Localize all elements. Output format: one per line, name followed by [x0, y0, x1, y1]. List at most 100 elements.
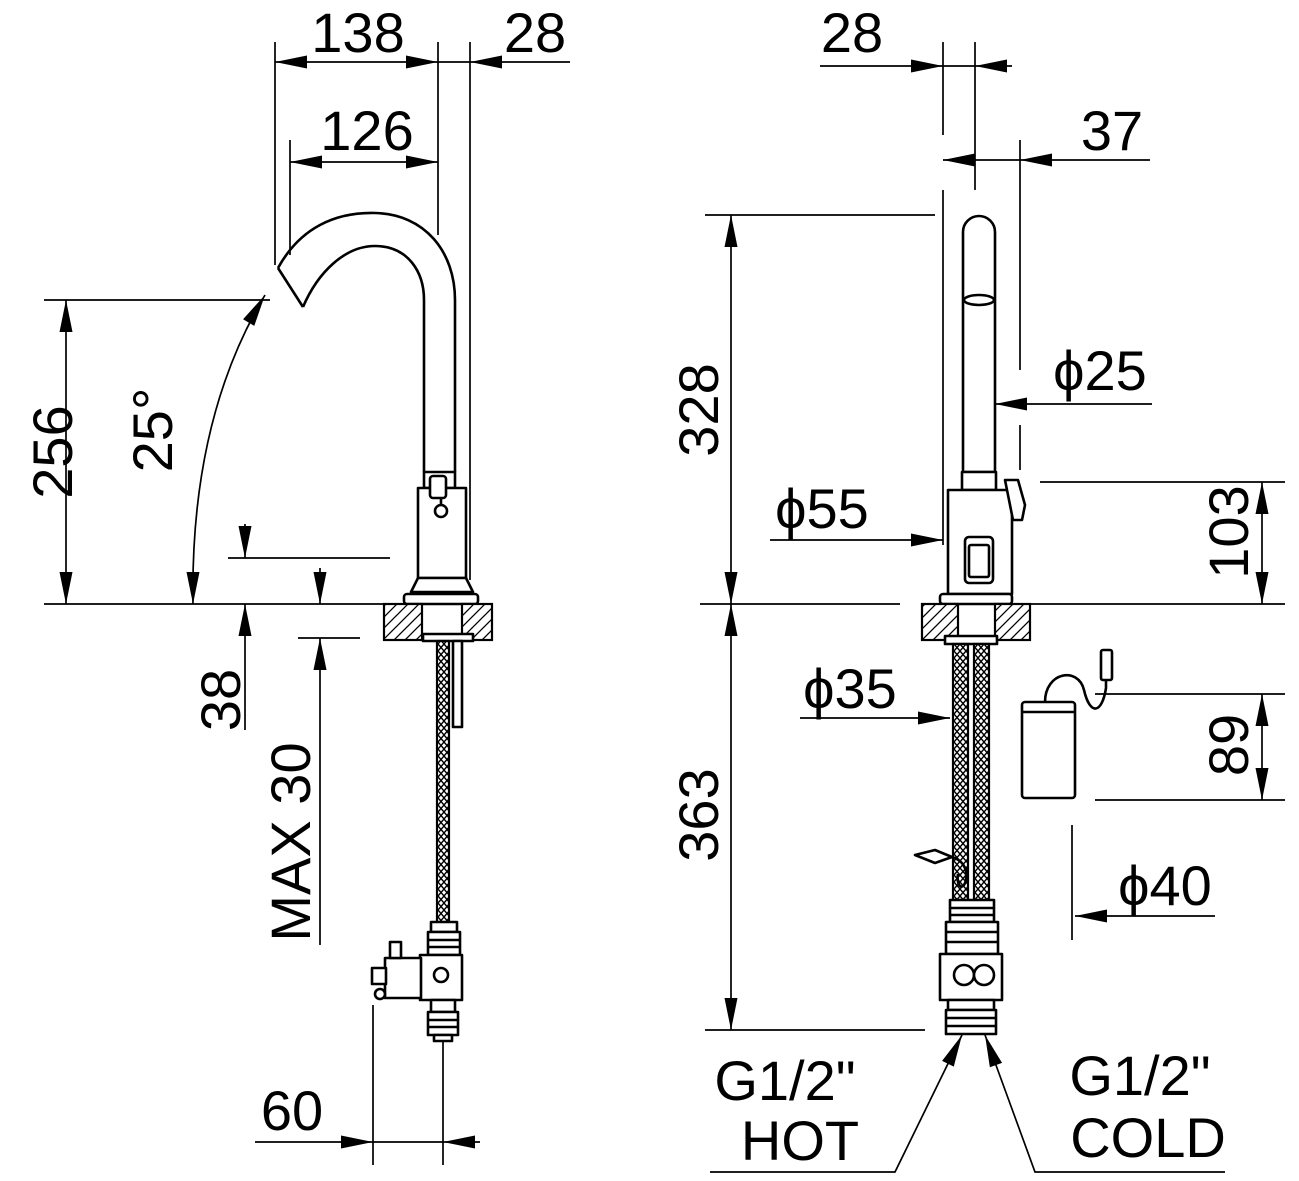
spout-outlet — [962, 293, 996, 307]
arrowhead — [406, 155, 438, 169]
arrowhead — [443, 1135, 475, 1149]
valve-bottom-neck — [946, 998, 996, 1012]
label-28-left: 28 — [504, 1, 566, 64]
arrowhead — [985, 1035, 1003, 1068]
arrowhead — [995, 397, 1027, 411]
spout-tube — [961, 214, 997, 474]
label-cold-thread: G1/2" — [1069, 1044, 1210, 1107]
sensor-cable-loop — [951, 855, 968, 888]
countertop-section-left — [920, 602, 960, 642]
base-plate — [402, 592, 480, 606]
leader-line-hot — [710, 1034, 963, 1173]
sensor-lens — [967, 543, 991, 579]
angle-arc-25 — [192, 294, 266, 605]
arrowhead — [275, 55, 307, 69]
label-89: 89 — [1197, 714, 1260, 776]
valve-port-cold — [972, 963, 996, 987]
label-hot-thread: G1/2" — [714, 1049, 855, 1112]
valve-port-hot — [952, 963, 976, 987]
left-view: 138 28 126 256 25° 38 MAX 30 60 — [21, 1, 570, 1165]
arrowhead — [238, 526, 252, 558]
battery-box — [1020, 700, 1077, 800]
arrowhead — [724, 215, 738, 247]
arrowhead — [243, 295, 265, 326]
arrowhead — [942, 1035, 962, 1067]
right-view: 28 37 328 ϕ25 ϕ55 103 363 ϕ35 89 ϕ40 G1/… — [667, 1, 1285, 1173]
sensor-cable-tag — [913, 848, 954, 865]
arrowhead — [911, 533, 943, 547]
sensor-rod — [451, 639, 464, 729]
arrowhead — [724, 998, 738, 1030]
lever — [428, 474, 448, 500]
label-138: 138 — [311, 1, 404, 64]
left-dimension-labels: 138 28 126 256 25° 38 MAX 30 60 — [21, 1, 566, 1142]
arrowhead — [911, 59, 943, 73]
valve-top-nut — [948, 898, 996, 924]
arrowhead — [1255, 694, 1269, 726]
label-363: 363 — [667, 768, 730, 861]
leader-line-cold — [984, 1034, 1225, 1173]
valve-bottom-thread — [432, 1033, 454, 1043]
arrowhead — [1255, 572, 1269, 604]
valve-plug — [432, 966, 450, 984]
arrowhead — [313, 572, 327, 604]
battery-plug — [1099, 648, 1114, 682]
arrowhead — [186, 572, 200, 604]
label-hot: HOT — [741, 1109, 859, 1172]
faucet-front — [913, 214, 1114, 1036]
label-dia-55: ϕ55 — [775, 477, 869, 540]
right-dimension-labels: 28 37 328 ϕ25 ϕ55 103 363 ϕ35 89 ϕ40 G1/… — [667, 1, 1260, 1172]
label-28-right: 28 — [821, 1, 883, 64]
arrowheads — [59, 55, 1269, 1149]
valve-top-fitting — [426, 930, 462, 957]
arrowhead — [1075, 909, 1107, 923]
arrowhead — [918, 711, 950, 725]
label-103: 103 — [1197, 485, 1260, 578]
arrowhead — [341, 1135, 373, 1149]
valve-top-fitting — [944, 920, 1000, 956]
arrowhead — [724, 604, 738, 636]
lever-knob — [433, 503, 449, 519]
label-max-30: MAX 30 — [259, 742, 322, 941]
countertop-section-left — [382, 602, 424, 642]
arrowhead — [470, 55, 502, 69]
label-38: 38 — [189, 669, 252, 731]
arrowhead — [1255, 482, 1269, 514]
label-126: 126 — [320, 99, 413, 162]
base-plate — [938, 592, 1014, 606]
countertop-section-right — [993, 602, 1032, 642]
arrowhead — [238, 604, 252, 636]
valve-bottom-neck — [429, 998, 457, 1014]
arrowhead — [406, 55, 438, 69]
valve-top-fitting-ribs — [428, 938, 460, 949]
valve-bottom-fitting-ribs — [946, 1016, 996, 1028]
solenoid-box — [383, 956, 423, 1000]
arrowhead — [1020, 153, 1052, 167]
valve-top-fitting-ribs — [946, 930, 998, 944]
label-60: 60 — [261, 1079, 323, 1142]
solenoid-stem — [388, 940, 403, 960]
arrowhead — [59, 300, 73, 332]
arrowhead — [975, 59, 1007, 73]
braided-hose-cold — [972, 642, 991, 902]
arrowhead — [1255, 768, 1269, 800]
label-37: 37 — [1081, 99, 1143, 162]
valve-bottom-fitting — [944, 1008, 998, 1036]
valve-top-nut — [429, 920, 459, 934]
braided-hose — [435, 639, 451, 924]
valve-bottom-fitting-ribs — [428, 1018, 458, 1029]
label-dia-40: ϕ40 — [1118, 854, 1212, 917]
arrowhead — [943, 153, 975, 167]
spout-inner-curve — [301, 244, 426, 472]
lever — [1003, 478, 1027, 522]
arrowhead — [290, 155, 322, 169]
valve-top-nut-ribs — [950, 906, 994, 917]
spout-outer-curve — [276, 211, 457, 472]
faucet-side — [276, 211, 494, 1043]
label-cold: COLD — [1070, 1106, 1226, 1169]
body-neck — [409, 576, 475, 594]
valve-bottom-fitting — [426, 1010, 460, 1037]
arrowhead — [313, 638, 327, 670]
spout-collar — [960, 470, 998, 492]
